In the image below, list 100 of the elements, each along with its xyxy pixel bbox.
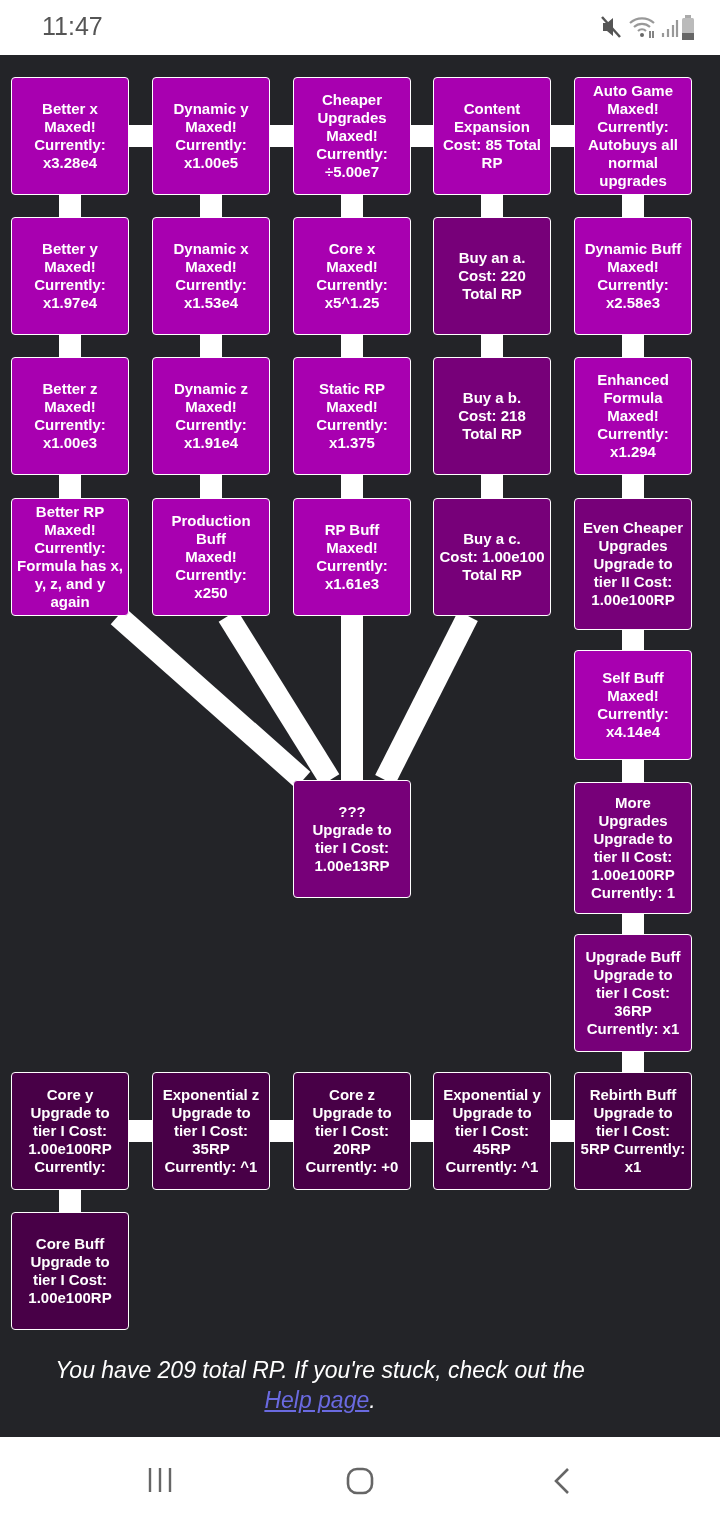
upgrade-name: Enhanced Formula [596,371,670,407]
upgrade-box [574,217,692,335]
upgrade-box [574,357,692,475]
upgrade-name: Core Buff [34,1235,106,1253]
upgrade-box [433,498,551,616]
upgrade-box [152,1072,270,1190]
upgrade-status: Maxed! Currently: x1.00e3 [33,398,107,452]
upgrade-box [574,782,692,914]
upgrade-name: Rebirth Buff [588,1086,678,1104]
upgrade-status: Maxed! Currently: x1.375 [315,398,389,452]
upgrade-name: Static RP [318,380,386,398]
upgrade-box [574,498,692,630]
upgrade-name: Upgrade Buff [584,948,682,966]
connector [270,125,293,147]
upgrade-status: Upgrade to tier I Cost: 1.00e13RP [311,821,393,875]
upgrade-name: ??? [337,803,367,821]
upgrade-name: Buy an a. [457,249,527,267]
upgrade-box [293,780,411,898]
upgrade-status: Cost: 1.00e100 Total RP [439,548,545,584]
upgrade-status: Upgrade to tier I Cost: 5RP Currently: x1 [580,1104,686,1176]
upgrade-box [433,357,551,475]
upgrade-name: Core z [328,1086,376,1104]
upgrade-box [152,217,270,335]
upgrade-name: Exponential y [442,1086,542,1104]
connector [59,1190,81,1212]
upgrade-name: Dynamic y [172,100,250,118]
connector [622,475,644,498]
upgrade-box [293,498,411,616]
upgrade-name: Auto Game [592,82,674,100]
upgrade-status: Maxed! Currently: x1.97e4 [33,258,107,312]
upgrade-status: Maxed! Currently: x3.28e4 [33,118,107,172]
footer-text: You have 209 total RP. If you're stuck, check out the Help page. [54,1356,586,1415]
upgrade-name: Cheaper Upgrades [316,91,388,127]
connector [622,760,644,782]
upgrade-box [11,357,129,475]
upgrade-name: Buy a b. [461,389,523,407]
upgrade-name: Production Buff [170,512,252,548]
upgrade-box [293,77,411,195]
upgrade-status: Maxed! Currently: x1.91e4 [174,398,248,452]
upgrade-status: Maxed! Currently: x1.61e3 [315,539,389,593]
connector [622,335,644,357]
connector [200,195,222,217]
upgrade-status: Upgrade to tier II Cost: 1.00e100RP Currently: 1 [589,830,677,902]
upgrade-box [574,934,692,1052]
upgrade-status: Upgrade to tier I Cost: 20RP Currently: +0 [304,1104,400,1176]
upgrade-name: Self Buff [601,669,665,687]
upgrade-box [11,1072,129,1190]
connector [59,475,81,498]
upgrade-name: Even Cheaper Upgrades [581,519,684,555]
upgrade-status: Maxed! Currently: x250 [174,548,248,602]
upgrade-box [433,77,551,195]
upgrade-status: Maxed! Currently: x4.14e4 [596,687,670,741]
upgrade-box [293,1072,411,1190]
upgrade-status: Maxed! Currently: x2.58e3 [596,258,670,312]
upgrade-name: Better z [41,380,99,398]
upgrade-status: Maxed! Currently: x1.294 [596,407,670,461]
upgrade-status: Upgrade to tier I Cost: 36RP Currently: x1 [585,966,681,1038]
upgrade-status: Maxed! Currently: x5^1.25 [315,258,389,312]
connector [129,125,152,147]
upgrade-box [152,357,270,475]
upgrade-status: Cost: 85 Total RP [441,136,543,172]
upgrade-box [11,1212,129,1330]
connector [481,195,503,217]
upgrade-name: Better x [41,100,99,118]
connector [622,914,644,934]
connector [129,1120,152,1142]
connector [59,195,81,217]
upgrade-name: Buy a c. [462,530,522,548]
connector [59,335,81,357]
upgrade-box [11,77,129,195]
upgrade-box [11,217,129,335]
upgrade-name: Dynamic Buff [583,240,683,258]
connector [200,475,222,498]
upgrade-status: Cost: 220 Total RP [457,267,527,303]
upgrade-box [574,77,692,195]
connector [622,630,644,650]
upgrade-box [293,217,411,335]
connector [200,335,222,357]
upgrade-name: Content Expansion [453,100,531,136]
upgrade-status: Maxed! Currently: Autobuys all normal upgrades [587,100,679,190]
upgrade-status: Maxed! Currently: ÷5.00e7 [315,127,389,181]
upgrade-status: Upgrade to tier I Cost: 45RP Currently: ^1 [444,1104,540,1176]
connector [622,1052,644,1072]
upgrade-name: Better RP [34,503,106,521]
upgrade-box [293,357,411,475]
connector [411,125,433,147]
connector [551,1120,574,1142]
help-link: Help page [264,1387,370,1413]
connector [341,616,363,780]
upgrade-status: Upgrade to tier II Cost: 1.00e100RP [590,555,676,609]
upgrade-status: Upgrade to tier I Cost: 35RP Currently: ^1 [163,1104,259,1176]
connector [341,335,363,357]
connector [622,195,644,217]
upgrade-box [574,650,692,760]
upgrade-name: More Upgrades [597,794,669,830]
upgrade-name: Better y [41,240,99,258]
upgrade-status: Maxed! Currently: x1.00e5 [174,118,248,172]
upgrade-name: Core y [45,1086,95,1104]
upgrade-box [433,217,551,335]
upgrade-status: Maxed! Currently: Formula has x, y, z, and y again [17,521,123,611]
